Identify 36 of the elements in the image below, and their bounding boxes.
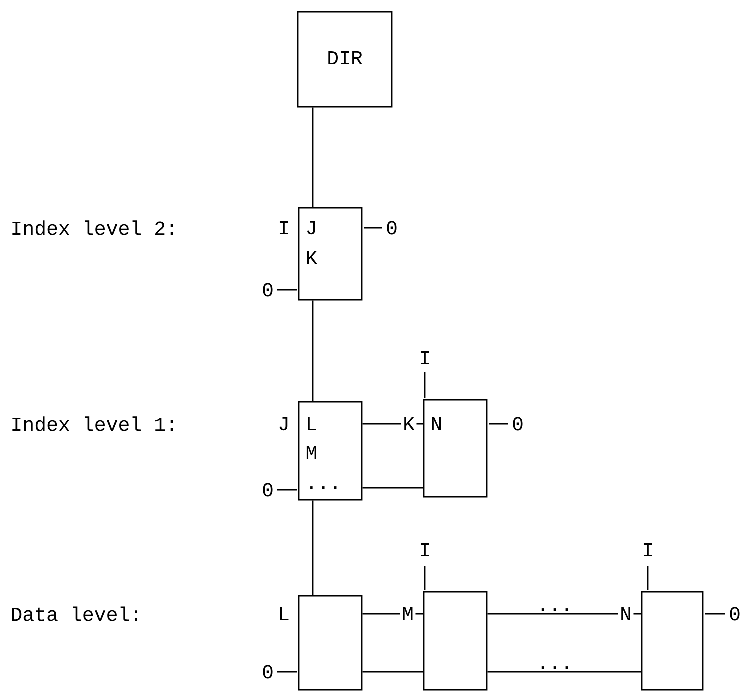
level-label: Index level 1: — [12, 416, 174, 432]
index-box: J K I 0 0 — [263, 207, 397, 301]
node-label: I — [644, 543, 652, 557]
connector-line — [362, 613, 424, 615]
level-label: Data level: — [12, 606, 138, 622]
data-box: I — [421, 543, 488, 691]
node-label: 0 — [263, 665, 273, 679]
edge-label: N — [618, 606, 634, 622]
directory-box: DIR — [297, 11, 393, 108]
node-label: 0 — [387, 221, 397, 235]
edge-label: K — [401, 416, 417, 432]
node-label: I — [280, 221, 288, 235]
data-box: L 0 — [263, 595, 363, 691]
connector-line — [362, 671, 424, 673]
level-label: Index level 2: — [12, 220, 174, 236]
node-label: J — [280, 417, 288, 431]
connector-line — [312, 108, 314, 208]
node-label: 0 — [263, 283, 273, 297]
connector-line — [362, 487, 424, 489]
ellipsis: ... — [535, 664, 575, 672]
edge-label: M — [400, 606, 416, 622]
connector-line — [488, 671, 642, 673]
node-label: L — [280, 607, 289, 621]
node-label: 0 — [263, 483, 273, 497]
node-label: 0 — [730, 607, 740, 621]
ellipsis: ... — [535, 606, 575, 614]
data-box: I 0 — [641, 543, 740, 691]
connector-line — [362, 423, 424, 425]
connector-line — [488, 613, 642, 615]
connector-line — [312, 500, 314, 596]
connector-line — [312, 300, 314, 402]
index-box: L M ... J 0 — [263, 401, 363, 501]
node-label: 0 — [513, 417, 523, 431]
node-label: I — [420, 351, 430, 365]
index-box: N I 0 — [421, 351, 523, 498]
node-label: I — [420, 543, 430, 557]
